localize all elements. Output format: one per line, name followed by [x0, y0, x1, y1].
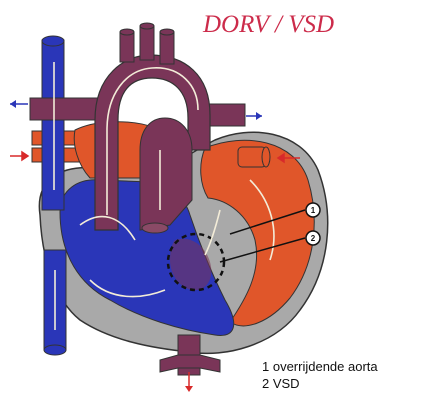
artery-top — [140, 23, 154, 29]
marker-1: 1 — [306, 203, 320, 217]
left-carotid-artery — [140, 26, 154, 60]
left-subclavian-artery — [160, 32, 174, 64]
superior-vena-cava-top — [42, 36, 64, 46]
outflow-arrowhead-right — [256, 112, 262, 120]
brachiocephalic-artery — [120, 32, 134, 62]
marker-number: 2 — [311, 234, 316, 243]
legend-item: 1 overrijdende aorta — [262, 358, 378, 375]
inferior-vena-cava-bottom — [44, 345, 66, 355]
inflow-arrowhead-left — [22, 152, 28, 160]
pulmonary-vein-right-end — [262, 147, 270, 167]
outflow-arrowhead-left — [10, 100, 16, 108]
superior-vena-cava — [42, 40, 64, 210]
legend: 1 overrijdende aorta 2 VSD — [262, 358, 378, 392]
legend-item: 2 VSD — [262, 375, 378, 392]
artery-top — [120, 29, 134, 35]
artery-top — [160, 29, 174, 35]
aortic-valve — [142, 223, 168, 233]
outflow-arrowhead-down — [185, 386, 193, 392]
marker-number: 1 — [311, 206, 316, 215]
marker-2: 2 — [306, 231, 320, 245]
diagram-title: DORV / VSD — [203, 11, 334, 39]
